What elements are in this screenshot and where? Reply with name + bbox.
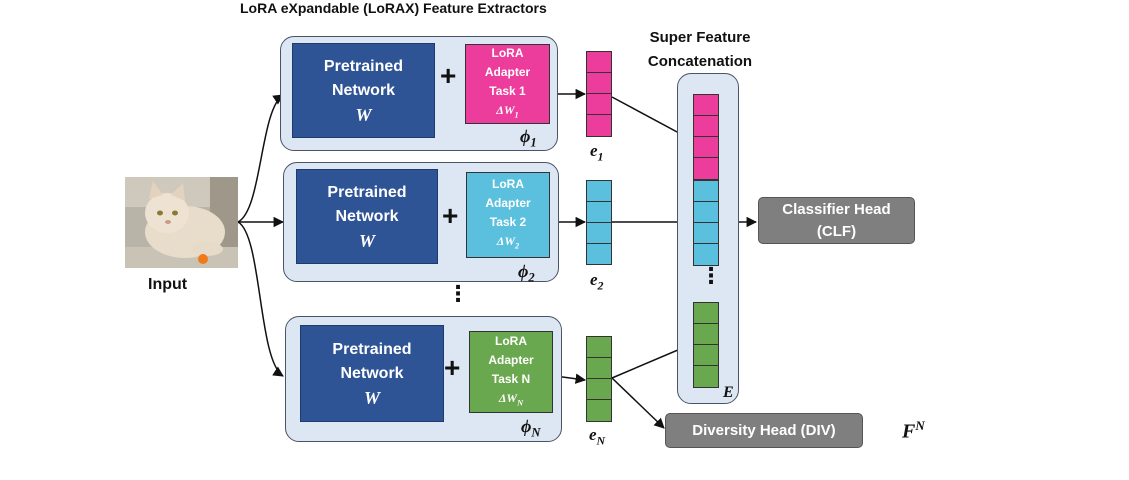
phi-label-1: ϕ1: [520, 126, 537, 150]
concat-segment-2: [693, 180, 719, 266]
adapter-label-line1: LoRA: [495, 333, 527, 348]
classifier-head-line1: Classifier Head: [782, 200, 891, 218]
extractor-ellipsis: ⋮: [447, 281, 469, 306]
cat-photo: [125, 177, 238, 268]
pretrained-label-line1: Pretrained: [332, 340, 412, 358]
adapter-task: Task 1: [489, 83, 526, 98]
pretrained-label-line1: Pretrained: [327, 183, 407, 201]
embedding-label-n: eN: [589, 425, 606, 448]
pretrained-weight: W: [363, 387, 380, 408]
adapter-delta: ΔWN: [498, 390, 524, 408]
adapter-label-line2: Adapter: [484, 64, 531, 79]
arrow-en-to-diversity: [611, 377, 665, 429]
pretrained-label-line1: Pretrained: [323, 57, 404, 75]
adapter-task: Task 2: [489, 214, 527, 229]
pretrained-weight: W: [355, 104, 372, 125]
lora-adapter-2: LoRA Adapter Task 2 ΔW2: [466, 172, 550, 258]
concat-label: E: [723, 384, 734, 401]
arrow-input-to-extractor-1: [237, 94, 284, 223]
pretrained-network-2: Pretrained Network W: [296, 169, 438, 264]
embedding-vector-1: [586, 51, 612, 137]
adapter-label-line2: Adapter: [488, 352, 534, 367]
plus-sign-2: +: [442, 200, 459, 231]
pretrained-weight: W: [358, 230, 375, 251]
classifier-head: Classifier Head (CLF): [758, 197, 915, 244]
pretrained-label-line2: Network: [335, 207, 399, 225]
pretrained-label-line2: Network: [331, 81, 396, 99]
lora-adapter-n: LoRA Adapter Task N ΔWN: [469, 331, 553, 413]
pretrained-network-n: Pretrained Network W: [300, 325, 444, 422]
embedding-label-2: e2: [590, 270, 604, 293]
diagram-title: LoRA eXpandable (LoRAX) Feature Extracto…: [240, 0, 547, 16]
adapter-task: Task N: [491, 371, 531, 386]
super-concat-title: Super Feature Concatenation: [647, 29, 753, 70]
adapter-delta: ΔW1: [496, 102, 519, 120]
input-image: [125, 177, 238, 268]
pretrained-network-1: Pretrained Network W: [292, 43, 435, 138]
diversity-head: Diversity Head (DIV): [665, 413, 863, 448]
phi-label-n: ϕN: [521, 416, 541, 440]
adapter-delta: ΔW2: [496, 233, 520, 251]
fn-label: FN: [902, 418, 925, 443]
plus-sign-1: +: [440, 60, 457, 91]
input-label: Input: [148, 276, 188, 293]
concat-ellipsis: ⋮: [700, 263, 722, 288]
arrow-input-to-extractor-n: [237, 221, 284, 377]
classifier-head-line2: (CLF): [816, 222, 857, 240]
lora-adapter-1: LoRA Adapter Task 1 ΔW1: [465, 44, 550, 124]
embedding-vector-n: [586, 336, 612, 422]
adapter-label-line1: LoRA: [491, 45, 524, 60]
embedding-vector-2: [586, 180, 612, 265]
pretrained-label-line2: Network: [340, 364, 404, 382]
concat-segment-1: [693, 94, 719, 180]
embedding-label-1: e1: [590, 141, 604, 164]
adapter-label-line1: LoRA: [492, 176, 524, 191]
plus-sign-n: +: [444, 352, 461, 383]
diversity-head-label: Diversity Head (DIV): [692, 421, 836, 439]
phi-label-2: ϕ2: [518, 261, 535, 285]
adapter-label-line2: Adapter: [485, 195, 531, 210]
concat-segment-n: [693, 302, 719, 388]
